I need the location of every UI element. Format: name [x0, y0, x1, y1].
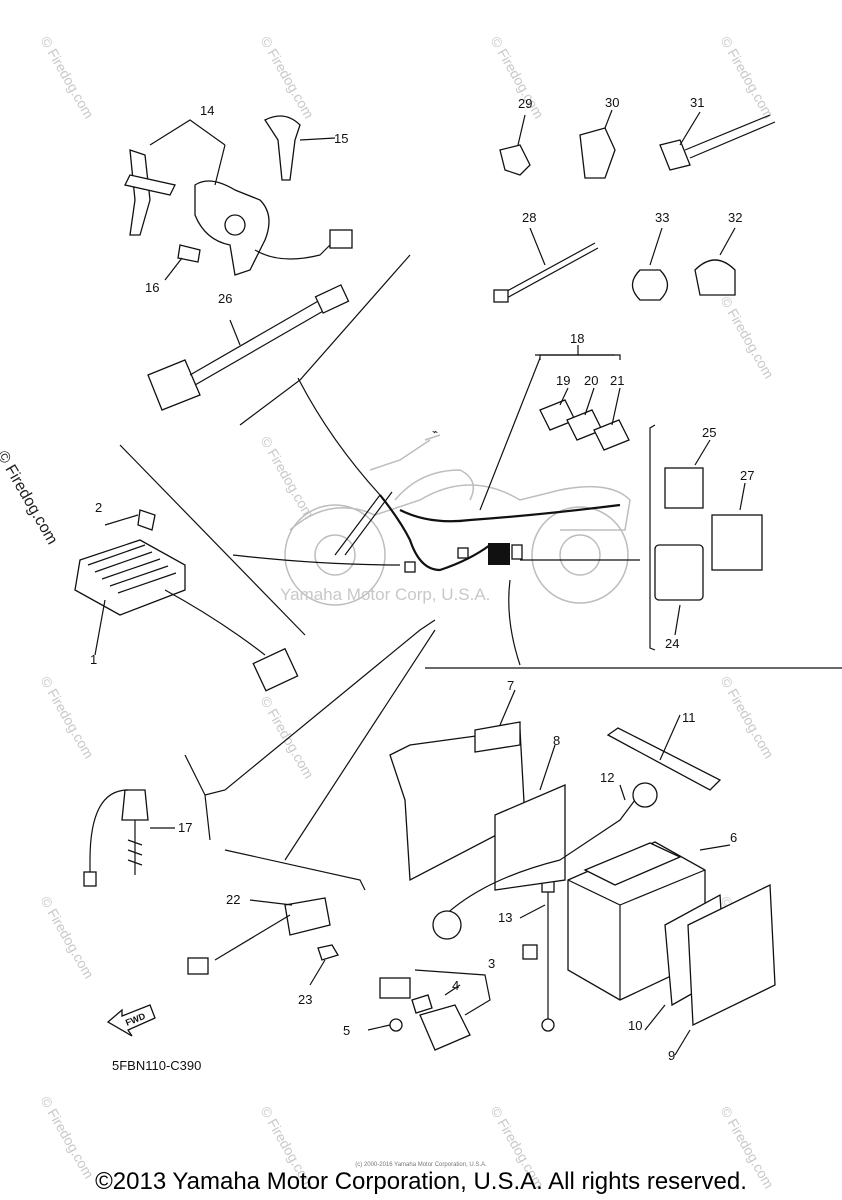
callout-17: 17 — [178, 820, 192, 835]
callout-19: 19 — [556, 373, 570, 388]
callout-20: 20 — [584, 373, 598, 388]
callout-numbers: 1 2 3 4 5 6 7 8 9 10 11 12 13 14 15 16 1… — [90, 95, 754, 1063]
callout-23: 23 — [298, 992, 312, 1007]
callout-5: 5 — [343, 1023, 350, 1038]
callout-3: 3 — [488, 956, 495, 971]
clamps-top — [499, 109, 776, 179]
fine-print: (c) 2000-2016 Yamaha Motor Corporation, … — [355, 1162, 487, 1168]
svg-text:⌁: ⌁ — [432, 427, 438, 438]
callout-21: 21 — [610, 373, 624, 388]
forward-arrow: FWD — [106, 1004, 156, 1037]
battery-box — [389, 689, 722, 940]
callout-4: 4 — [452, 978, 459, 993]
band-and-clips — [493, 227, 736, 303]
callout-29: 29 — [518, 96, 532, 111]
main-switch-assembly — [124, 115, 353, 281]
watermark: © Firedog.com — [717, 674, 777, 762]
callout-27: 27 — [740, 468, 754, 483]
watermark: © Firedog.com — [37, 34, 97, 122]
callout-30: 30 — [605, 95, 619, 110]
battery — [519, 841, 776, 1056]
starter-relay — [367, 969, 491, 1051]
watermark: © Firedog.com — [257, 434, 317, 522]
copyright-footer: ©2013 Yamaha Motor Corporation, U.S.A. A… — [95, 1168, 747, 1195]
callout-9: 9 — [668, 1048, 675, 1063]
callout-33: 33 — [655, 210, 669, 225]
rectifier-wire-assembly — [147, 284, 350, 411]
watermark-center: Yamaha Motor Corp, U.S.A. — [280, 585, 491, 604]
rectifier-regulator — [74, 509, 299, 692]
callout-7: 7 — [507, 678, 514, 693]
relay-block — [488, 543, 510, 565]
callout-16: 16 — [145, 280, 159, 295]
callout-25: 25 — [702, 425, 716, 440]
callout-26: 26 — [218, 291, 232, 306]
callout-2: 2 — [95, 500, 102, 515]
neutral-switch — [83, 789, 175, 887]
fuses — [539, 345, 630, 451]
callout-15: 15 — [334, 131, 348, 146]
callout-1: 1 — [90, 652, 97, 667]
callout-11: 11 — [682, 710, 696, 725]
callout-12: 12 — [600, 770, 614, 785]
callout-28: 28 — [522, 210, 536, 225]
callout-22: 22 — [226, 892, 240, 907]
callout-24: 24 — [665, 636, 679, 651]
callout-13: 13 — [498, 910, 512, 925]
callout-31: 31 — [690, 95, 704, 110]
callout-32: 32 — [728, 210, 742, 225]
motorcycle-silhouette: ⌁ — [284, 427, 631, 606]
callout-18: 18 — [570, 331, 584, 346]
watermark: © Firedog.com — [717, 34, 777, 122]
watermark: © Firedog.com — [37, 894, 97, 982]
callout-8: 8 — [553, 733, 560, 748]
callout-14: 14 — [200, 103, 214, 118]
relays — [654, 439, 763, 636]
callout-6: 6 — [730, 830, 737, 845]
watermark: © Firedog.com — [257, 34, 317, 122]
watermark: © Firedog.com — [717, 294, 777, 382]
callout-10: 10 — [628, 1018, 642, 1033]
speed-sensor — [187, 897, 339, 986]
diagram-code: 5FBN110-C390 — [112, 1058, 202, 1073]
watermark: © Firedog.com — [257, 694, 317, 782]
watermark: © Firedog.com — [37, 674, 97, 762]
